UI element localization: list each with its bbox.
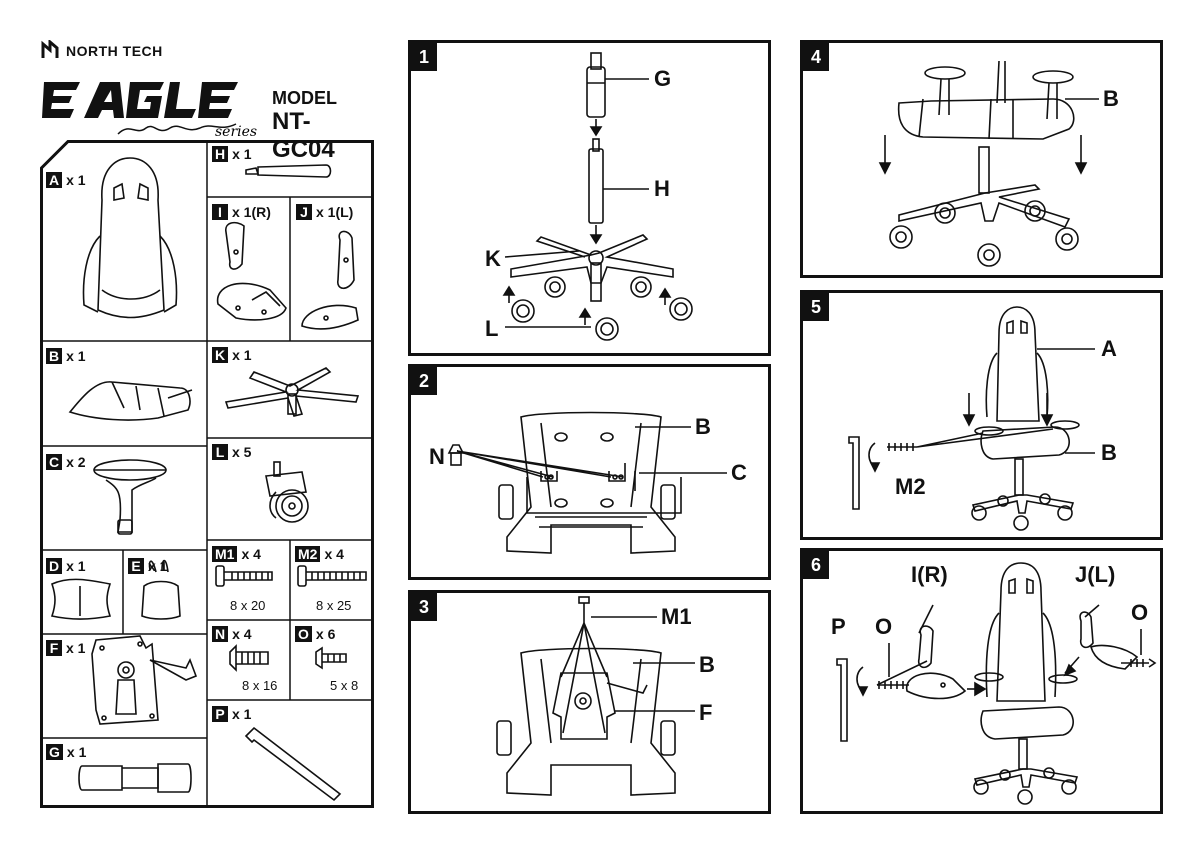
parts-grid-lines xyxy=(40,140,374,808)
step-6-label-o-left: O xyxy=(875,614,893,639)
step-6-number: 6 xyxy=(803,551,829,579)
step-3-number: 3 xyxy=(411,593,437,621)
step-3-drawing xyxy=(496,596,695,796)
step-3-label-f: F xyxy=(699,700,713,725)
step-2-number: 2 xyxy=(411,367,437,395)
pillow-drawing xyxy=(50,578,112,620)
part-size-m1: 8 x 20 xyxy=(230,598,266,613)
base-drawing xyxy=(224,367,360,417)
gas-lift-cover-drawing xyxy=(78,763,192,793)
step-5-number: 5 xyxy=(803,293,829,321)
caster-drawing xyxy=(265,461,309,523)
step-6-label-i-r: I(R) xyxy=(911,562,948,587)
step-5-drawing xyxy=(848,306,1095,531)
step-5-label-m2: M2 xyxy=(895,474,926,499)
step-2-label-n: N xyxy=(429,444,445,469)
bolt-n-drawing xyxy=(229,644,269,672)
step-5-label-b: B xyxy=(1101,440,1117,465)
part-size-n: 8 x 16 xyxy=(242,678,278,693)
step-3-label-b: B xyxy=(699,652,715,677)
step-4-panel: 4 B xyxy=(800,40,1163,278)
armrest-drawing xyxy=(93,459,167,535)
step-1-drawing xyxy=(502,52,693,341)
bolt-m1-drawing xyxy=(215,565,273,587)
north-tech-logo-icon xyxy=(41,40,59,58)
step-2-label-b: B xyxy=(695,414,711,439)
step-2-drawing xyxy=(447,411,727,554)
series-text: series xyxy=(215,124,257,140)
seat-drawing xyxy=(68,381,193,421)
step-2-label-c: C xyxy=(731,460,747,485)
eagle-series-logo: series xyxy=(42,82,257,140)
step-3-label-m1: M1 xyxy=(661,604,692,629)
tilt-mechanism-drawing xyxy=(91,635,198,725)
part-size-m2: 8 x 25 xyxy=(316,598,352,613)
step-6-drawing xyxy=(836,562,1157,805)
step-1-label-g: G xyxy=(654,66,672,91)
step-6-label-o-right: O xyxy=(1131,600,1149,625)
step-6-label-p: P xyxy=(831,614,846,639)
step-1-label-h: H xyxy=(654,176,670,201)
step-5-label-a: A xyxy=(1101,336,1117,361)
step-6-panel: 6 xyxy=(800,548,1163,814)
model-label: MODEL xyxy=(272,88,337,108)
step-3-panel: 3 M1 B F xyxy=(408,590,771,814)
step-4-label-b: B xyxy=(1103,86,1119,111)
step-6-label-j-l: J(L) xyxy=(1075,562,1116,587)
step-5-panel: 5 A B M2 xyxy=(800,290,1163,540)
part-size-o: 5 x 8 xyxy=(330,678,359,693)
step-1-label-k: K xyxy=(485,246,501,271)
backrest-drawing xyxy=(82,157,178,319)
step-1-panel: 1 G H K L xyxy=(408,40,771,356)
step-4-number: 4 xyxy=(803,43,829,71)
hex-key-drawing xyxy=(244,726,342,802)
side-cover-right-drawing xyxy=(216,221,287,321)
company-name: NORTH TECH xyxy=(66,43,163,59)
step-2-panel: 2 B N C xyxy=(408,364,771,580)
step-1-label-l: L xyxy=(485,316,499,341)
side-cover-left-drawing xyxy=(301,230,359,330)
bolt-m2-drawing xyxy=(297,565,367,587)
step-4-drawing xyxy=(878,60,1099,267)
brand-header: NORTH TECH series MODEL NT-GC04 xyxy=(40,40,340,163)
gas-lift-drawing xyxy=(245,164,332,178)
lumbar-pillow-drawing xyxy=(141,559,181,620)
step-1-number: 1 xyxy=(411,43,437,71)
bolt-o-drawing xyxy=(315,646,347,670)
